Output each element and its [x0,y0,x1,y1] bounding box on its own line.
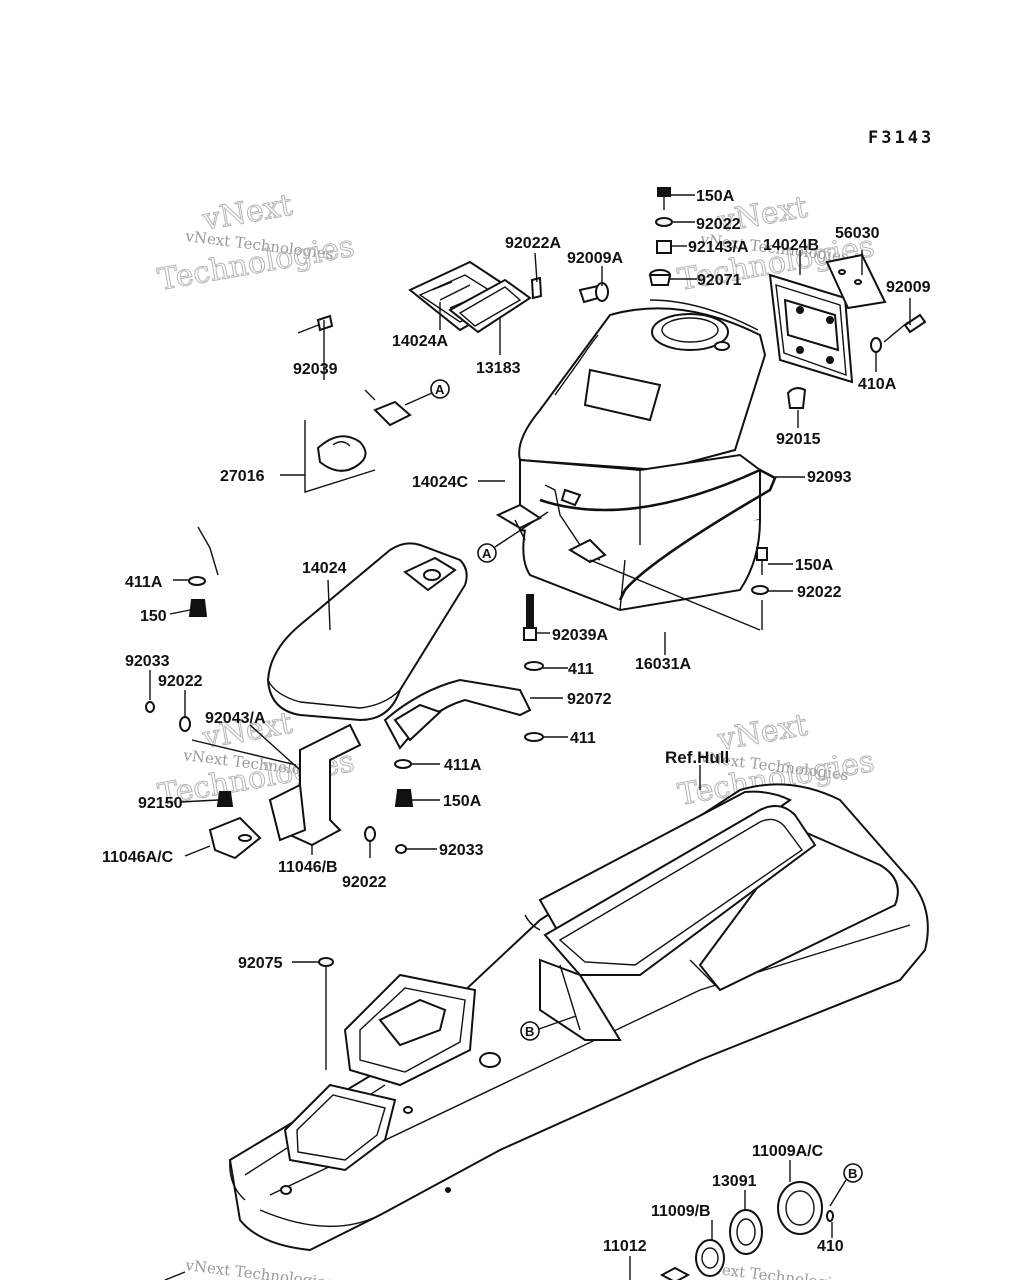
part-label: 92022 [342,874,387,891]
part-label: 92072 [567,691,612,708]
part-label: 92015 [776,431,821,448]
callout-letter: A [482,546,492,561]
part-label: 150A [443,793,482,810]
part-label: 11046/B [278,859,338,876]
part-92015 [786,387,807,409]
callout-letter: B [525,1024,534,1039]
part-label: 14024 [302,560,347,577]
seat-bracket [208,678,532,860]
part-label: 14024B [763,237,819,254]
part-label: 13091 [712,1173,757,1190]
callout-a-mid: A [477,511,549,563]
callout-a-top: A [404,379,450,406]
watermark-text: vNext Technologies [184,1256,335,1280]
part-label: 92022 [797,584,842,601]
seat-14024 [266,542,468,722]
part-label: 411A [125,574,163,591]
hood-assembly [495,299,777,631]
part-label: 410A [858,376,897,393]
part-label: 92143/A [688,239,749,256]
callout-letter: A [435,382,445,397]
callout-b-bottom: B [829,1163,863,1207]
part-label: 92022 [696,216,741,233]
part-label: 56030 [835,225,880,242]
part-label: 92009 [886,279,931,296]
part-label: 92022A [505,235,561,252]
part-label: 16031A [635,656,691,673]
part-label: 92022 [158,673,203,690]
part-label: 11046A/C [102,849,174,866]
callout-letter: B [848,1166,857,1181]
part-150 [188,599,208,617]
plate-14024B [768,273,854,384]
bottom-parts [164,1181,834,1284]
lid-14024A [408,260,532,334]
part-label: 150A [696,188,735,205]
part-label: 92033 [125,653,170,670]
part-label: 411 [570,730,596,747]
part-label: 410 [817,1238,844,1255]
part-label: 92039A [552,627,608,644]
part-label: 92043/A [205,710,266,727]
part-label: 14024C [412,474,468,491]
hull-reference-label: Ref.Hull [665,748,729,767]
part-label: 92071 [697,272,742,289]
cap-27016 [297,314,412,493]
part-label: 150 [140,608,167,625]
part-label: 13183 [476,360,521,377]
part-label: 411 [568,661,594,678]
part-label: 92075 [238,955,283,972]
callout-b-hull: B [520,1015,577,1041]
part-label: 150A [795,557,834,574]
part-label: 92039 [293,361,338,378]
part-label: 92033 [439,842,484,859]
part-92009 [903,313,927,334]
part-label: 27016 [220,468,265,485]
top-fasteners [530,187,673,304]
part-label: 11009/B [651,1203,711,1220]
part-label: 11012 [603,1238,647,1255]
part-label: 14024A [392,333,448,350]
part-410A [870,337,882,353]
part-label: 411A [444,757,482,774]
hull [228,783,929,1252]
part-label: 92150 [138,795,183,812]
part-label: 11009A/C [752,1143,824,1160]
part-label: 92093 [807,469,852,486]
part-labels: 150A 92022 92143/A 14024B 56030 92022A 9… [102,188,931,1255]
diagram-code: F3143 [868,128,934,148]
label-56030 [825,253,887,310]
part-label: 92009A [567,250,623,267]
leader-lines [149,194,911,1240]
part-411A [188,576,206,586]
